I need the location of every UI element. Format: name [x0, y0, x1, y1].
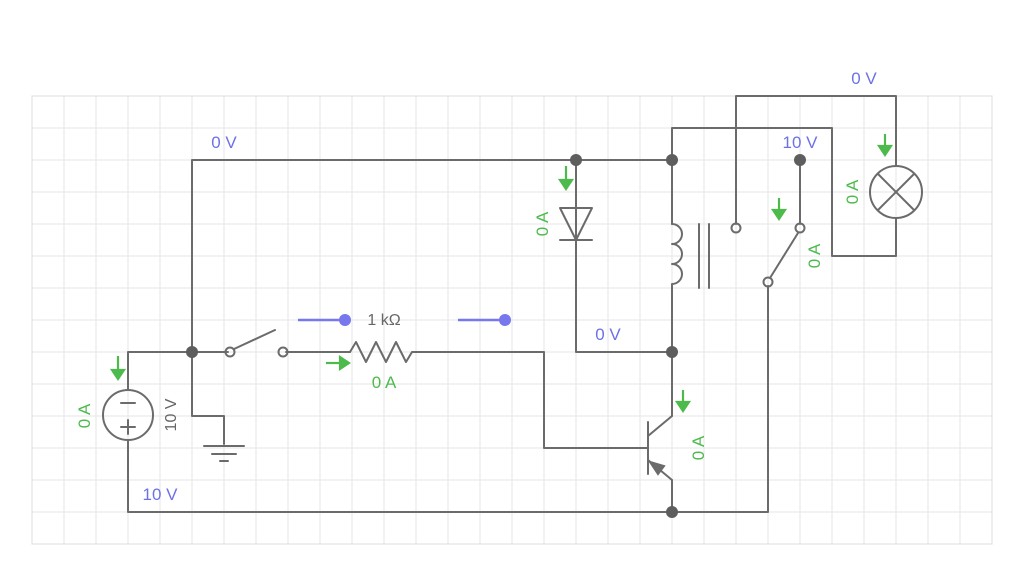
node-collector[interactable] [666, 346, 678, 358]
current-label-lamp: 0 A [843, 179, 862, 204]
resistor-value-label: 1 kΩ [367, 312, 400, 329]
arrow-down-icon [557, 166, 575, 191]
npn-transistor[interactable] [647, 415, 673, 481]
wire-diode-column[interactable] [575, 159, 673, 353]
node-diode-top[interactable] [570, 154, 582, 166]
relay-switch[interactable] [730, 222, 806, 288]
probe-right[interactable] [458, 314, 511, 326]
probe-left[interactable] [298, 314, 351, 326]
current-label-transistor: 0 A [689, 435, 708, 460]
arrow-down-icon [770, 198, 788, 221]
wire-relay-top-loop[interactable] [671, 127, 897, 257]
current-label-source: 0 A [75, 403, 94, 428]
emitter-arrow-icon [647, 460, 666, 476]
wire-relay-nc-lamp[interactable] [735, 95, 897, 225]
lamp[interactable] [869, 165, 923, 219]
node-left[interactable] [186, 346, 198, 358]
node-coil-top[interactable] [666, 154, 678, 166]
wire-bottom-rail[interactable] [127, 285, 769, 513]
voltage-label-lamp-top: 0 V [851, 69, 877, 88]
node-emitter-bottom[interactable] [666, 506, 678, 518]
ground-symbol[interactable] [203, 445, 245, 462]
arrow-down-icon [674, 390, 692, 413]
arrow-down-icon [109, 356, 127, 381]
grid-border [31, 95, 993, 545]
wire-ground-stub[interactable] [191, 351, 225, 445]
wire-resistor-base[interactable] [415, 351, 649, 449]
voltage-label-relay-common: 10 V [783, 133, 819, 152]
background-grid [31, 95, 993, 545]
current-label-diode: 0 A [533, 211, 552, 236]
voltage-source[interactable] [102, 389, 154, 441]
node-relay-common[interactable] [794, 154, 806, 166]
input-switch[interactable] [224, 329, 289, 358]
resistor[interactable] [349, 341, 417, 363]
source-voltage-label: 10 V [163, 398, 180, 431]
current-arrows [109, 134, 894, 413]
current-label-relay-switch: 0 A [805, 243, 824, 268]
current-label-resistor: 0 A [372, 373, 397, 392]
voltage-label-diode-bottom: 0 V [595, 325, 621, 344]
wire-top-rail[interactable] [191, 159, 673, 353]
junction-nodes [186, 154, 806, 518]
arrow-down-icon [876, 134, 894, 157]
voltage-label-source-bottom: 10 V [143, 485, 179, 504]
wires [127, 95, 897, 513]
diode[interactable] [559, 207, 593, 241]
voltage-label-top-left: 0 V [211, 133, 237, 152]
relay-coil[interactable] [671, 223, 710, 289]
arrow-right-icon [326, 354, 351, 372]
